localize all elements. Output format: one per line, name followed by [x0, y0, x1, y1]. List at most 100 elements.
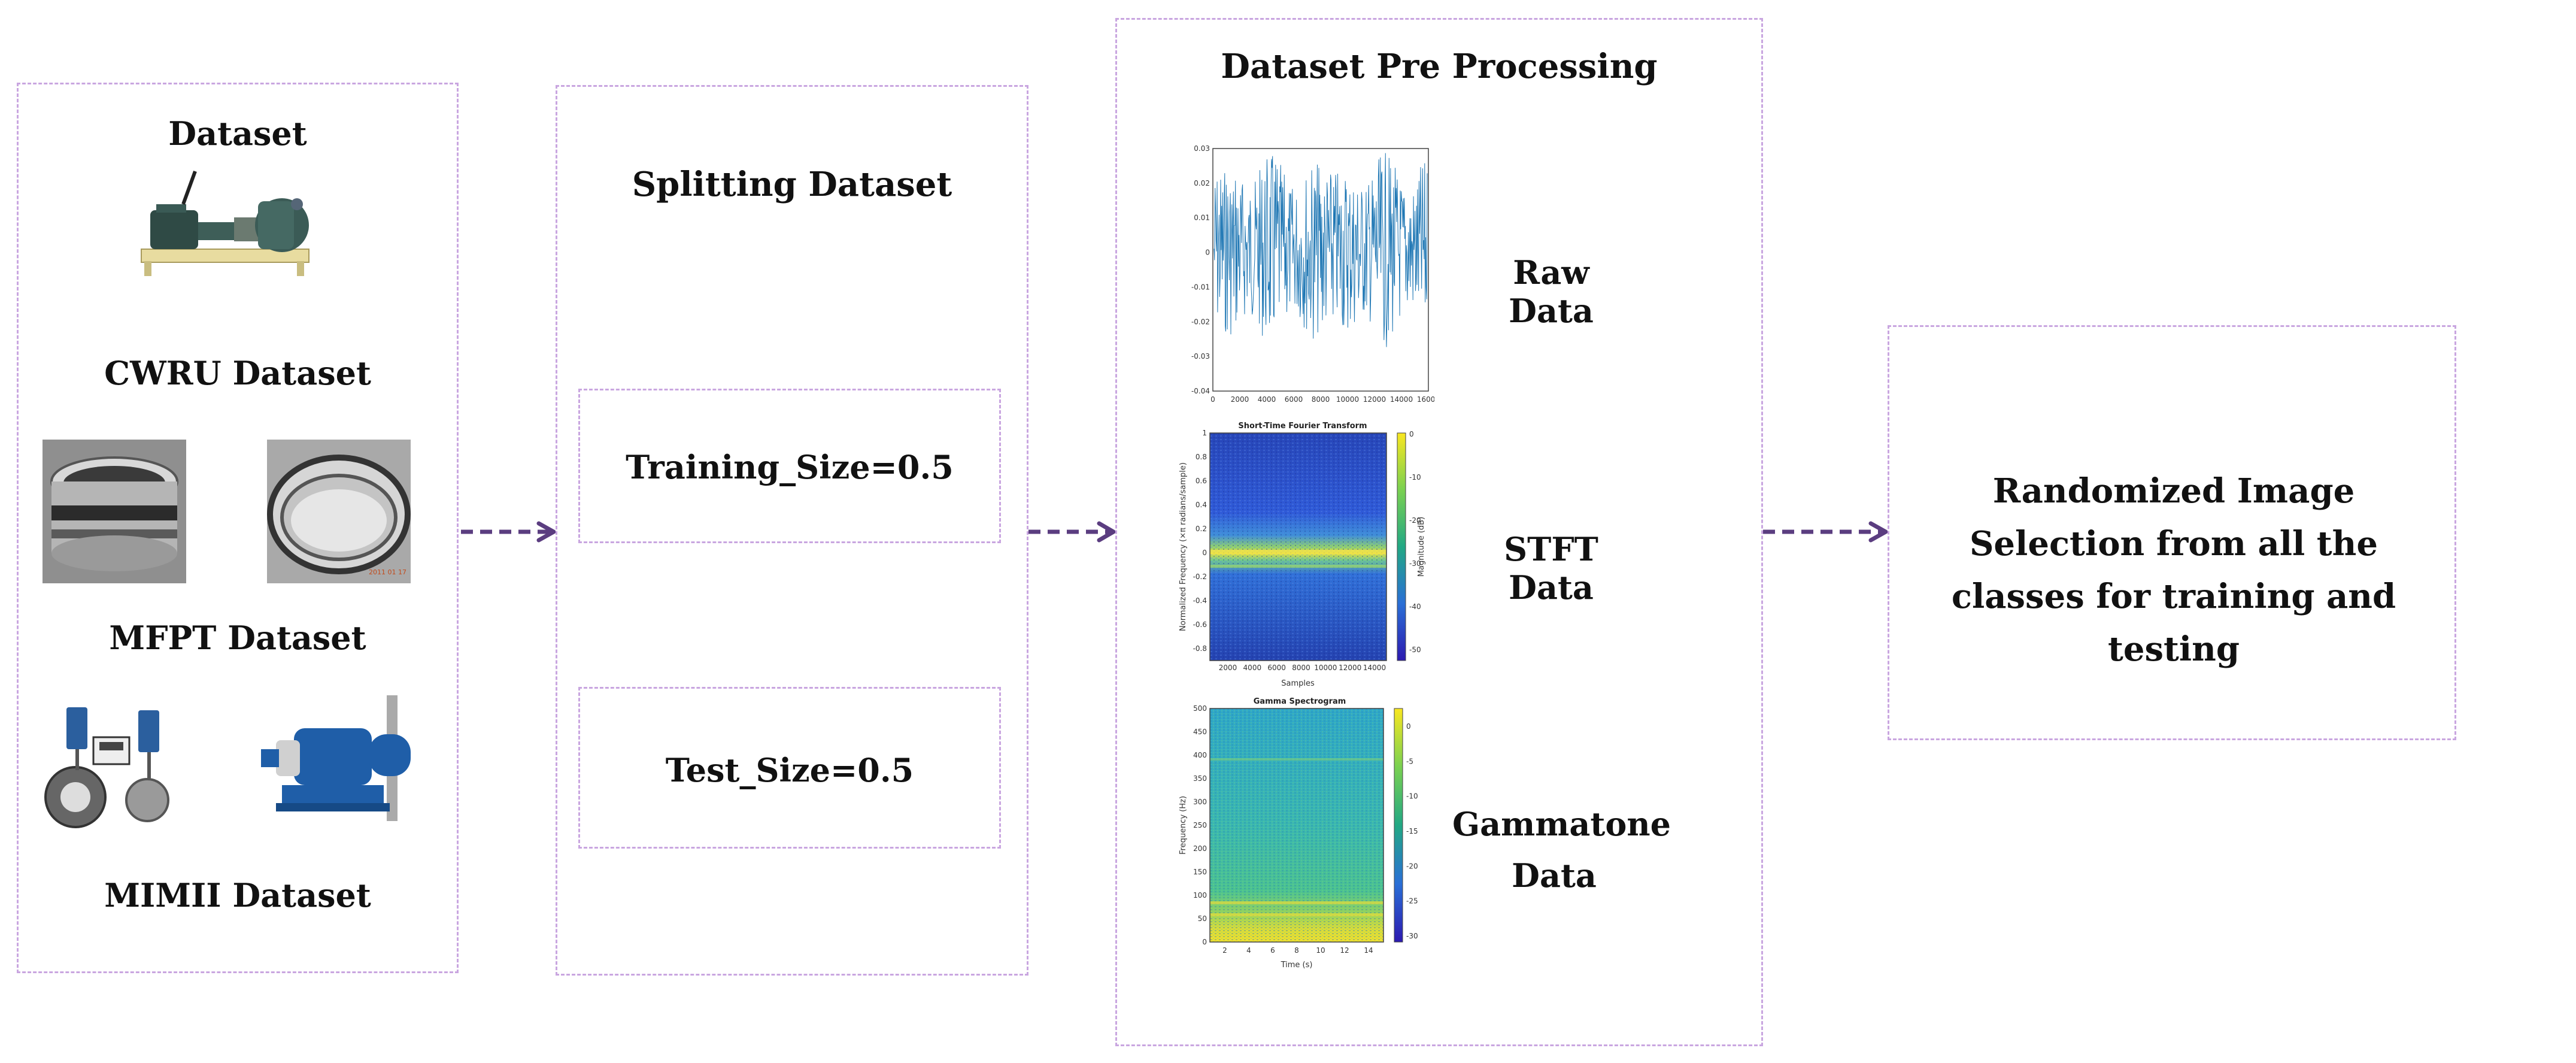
- stft-y-tick: 0: [1202, 549, 1207, 557]
- mimii-label: MIMII Dataset: [104, 876, 371, 914]
- arrow-preprocessing-to-output: [1763, 520, 1892, 544]
- stft-y-tick: 0.2: [1196, 525, 1207, 533]
- gamma-cbar-tick: -20: [1406, 862, 1418, 870]
- stft-y-tick: 0.6: [1196, 477, 1207, 485]
- arrow-splitting-to-preprocessing: [1028, 520, 1118, 544]
- gamma-cbar-tick: -25: [1406, 897, 1418, 905]
- training-size-label: Training_Size=0.5: [626, 448, 954, 486]
- raw-y-tick: -0.01: [1191, 283, 1210, 291]
- stft-plot-title: Short-Time Fourier Transform: [1238, 422, 1367, 431]
- valve-pump-image: [43, 704, 189, 830]
- raw-x-tick: 16000: [1417, 395, 1434, 404]
- stft-x-tick: 8000: [1292, 664, 1310, 672]
- dataset-panel: Dataset CWRU Dataset: [17, 83, 459, 973]
- raw-y-tick: -0.02: [1191, 317, 1210, 326]
- gamma-y-tick: 100: [1193, 891, 1207, 900]
- stft-cbar-label: Magnitude (dB): [1417, 517, 1426, 577]
- gamma-x-tick: 6: [1270, 946, 1275, 955]
- gamma-y-tick: 50: [1198, 914, 1207, 923]
- stft-ylabel: Normalized Frequency (×π radians/sample): [1179, 462, 1188, 631]
- gamma-y-tick: 300: [1193, 798, 1207, 806]
- stft-y-tick: 0.8: [1196, 453, 1207, 461]
- raw-x-tick: 14000: [1390, 395, 1413, 404]
- stft-y-tick: -0.4: [1193, 596, 1207, 605]
- stft-y-tick: -0.2: [1193, 573, 1207, 581]
- stft-cbar-tick: 0: [1409, 430, 1414, 438]
- gamma-cbar-tick: -5: [1406, 757, 1413, 765]
- gamma-y-tick: 150: [1193, 868, 1207, 876]
- arrow-dataset-to-splitting: [461, 520, 560, 544]
- gamma-x-tick: 2: [1222, 946, 1227, 955]
- gammatone-plot: Gamma Spectrogram: [1177, 696, 1428, 972]
- gamma-ylabel: Frequency (Hz): [1179, 796, 1188, 855]
- stft-cbar-tick: -30: [1409, 559, 1421, 568]
- gamma-y-tick: 0: [1202, 938, 1207, 946]
- stft-cbar-tick: -50: [1409, 646, 1421, 654]
- dataset-title: Dataset: [168, 114, 307, 153]
- gamma-y-tick: 450: [1193, 728, 1207, 736]
- raw-x-tick: 4000: [1258, 395, 1276, 404]
- gammatone-label-line2: Data: [1512, 856, 1597, 895]
- stft-x-tick: 4000: [1243, 664, 1262, 672]
- raw-y-tick: 0: [1205, 249, 1210, 257]
- stft-y-tick: -0.6: [1193, 620, 1207, 629]
- gamma-x-tick: 12: [1340, 946, 1349, 955]
- stft-y-tick: 1: [1202, 429, 1207, 437]
- raw-signal-trace: [1213, 153, 1428, 347]
- gamma-x-tick: 8: [1294, 946, 1299, 955]
- raw-y-tick: 0.01: [1194, 214, 1210, 222]
- splitting-panel: Splitting Dataset Training_Size=0.5 Test…: [556, 85, 1028, 976]
- gamma-plot-title: Gamma Spectrogram: [1254, 697, 1346, 706]
- gamma-cbar-tick: -30: [1406, 932, 1418, 940]
- valve-pump-image: [258, 692, 426, 827]
- stft-cbar-tick: -20: [1409, 516, 1421, 525]
- stft-x-tick: 10000: [1314, 664, 1337, 672]
- stft-x-tick: 6000: [1267, 664, 1286, 672]
- raw-x-tick: 8000: [1312, 395, 1330, 404]
- svg-text:2011 01 17: 2011 01 17: [369, 568, 406, 576]
- training-size-box: Training_Size=0.5: [578, 389, 1001, 543]
- stft-y-tick: -0.8: [1193, 644, 1207, 653]
- stft-x-tick: 14000: [1363, 664, 1386, 672]
- raw-x-tick: 12000: [1363, 395, 1386, 404]
- cwru-label: CWRU Dataset: [104, 354, 371, 392]
- gamma-x-tick: 14: [1364, 946, 1373, 955]
- gamma-cbar-tick: -10: [1406, 792, 1418, 801]
- stft-plot: Short-Time Fourier Transform: [1177, 421, 1428, 691]
- stft-y-tick: 0.4: [1196, 501, 1207, 509]
- gamma-y-tick: 350: [1193, 774, 1207, 783]
- raw-x-tick: 10000: [1336, 395, 1359, 404]
- raw-y-tick: 0.02: [1194, 179, 1210, 187]
- output-text: Randomized Image Selection from all the …: [1951, 471, 2396, 669]
- gammatone-label-line1: Gammatone: [1452, 805, 1671, 843]
- test-size-label: Test_Size=0.5: [665, 751, 914, 789]
- raw-x-tick: 0: [1210, 395, 1215, 404]
- mfpt-label: MFPT Dataset: [109, 619, 366, 657]
- motor-test-rig-image: [135, 168, 315, 279]
- stft-x-tick: 12000: [1339, 664, 1361, 672]
- gamma-xlabel: Time (s): [1281, 961, 1313, 970]
- raw-x-tick: 2000: [1231, 395, 1249, 404]
- gamma-y-tick: 200: [1193, 844, 1207, 853]
- raw-y-tick: -0.03: [1191, 352, 1210, 361]
- stft-data-label: STFT Data: [1504, 530, 1598, 607]
- output-panel: Randomized Image Selection from all the …: [1888, 325, 2456, 740]
- gamma-y-tick: 250: [1193, 821, 1207, 829]
- gammatone-data-label: Gammatone Data: [1452, 798, 1671, 901]
- stft-cbar-tick: -40: [1409, 602, 1421, 611]
- stft-cbar-tick: -10: [1409, 473, 1421, 481]
- test-size-box: Test_Size=0.5: [578, 687, 1001, 849]
- gamma-x-tick: 10: [1316, 946, 1325, 955]
- gamma-cbar-tick: 0: [1406, 722, 1411, 731]
- gamma-x-tick: 4: [1246, 946, 1251, 955]
- stft-x-tick: 2000: [1219, 664, 1237, 672]
- gamma-y-tick: 400: [1193, 751, 1207, 759]
- raw-y-tick: 0.03: [1194, 146, 1210, 153]
- preprocessing-title: Dataset Pre Processing: [1221, 47, 1658, 86]
- stft-xlabel: Samples: [1281, 679, 1315, 688]
- splitting-title: Splitting Dataset: [632, 165, 952, 204]
- gamma-cbar-tick: -15: [1406, 827, 1418, 835]
- raw-y-tick: -0.04: [1191, 387, 1210, 395]
